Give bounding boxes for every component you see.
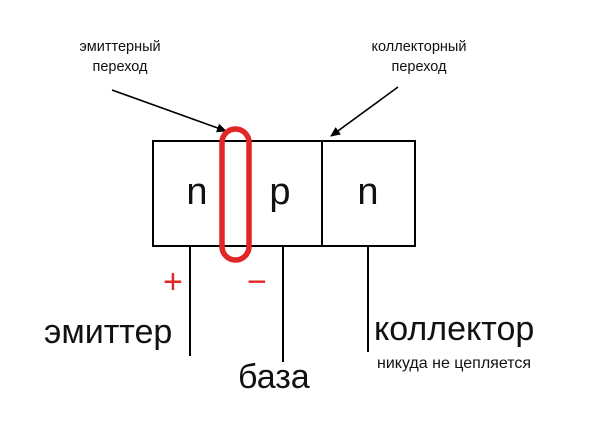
emitter-junction-highlight (219, 126, 252, 263)
collector-terminal-label: коллектор (374, 310, 535, 348)
plus-sign: + (163, 263, 183, 301)
emitter-junction-arrow (111, 89, 227, 133)
minus-sign: − (247, 263, 267, 301)
collector-junction-label: коллекторный переход (371, 39, 467, 75)
region-n-collector: n (357, 171, 379, 213)
region-n-emitter: n (186, 171, 208, 213)
region-p-base: p (269, 171, 291, 213)
collector-note-label: никуда не цепляется (377, 355, 532, 372)
terminal-leads (189, 246, 369, 362)
emitter-junction-label: эмиттерный переход (79, 39, 161, 75)
collector-junction-arrow (330, 86, 399, 137)
emitter-terminal-label: эмиттер (44, 313, 173, 351)
base-terminal-label: база (238, 358, 310, 396)
